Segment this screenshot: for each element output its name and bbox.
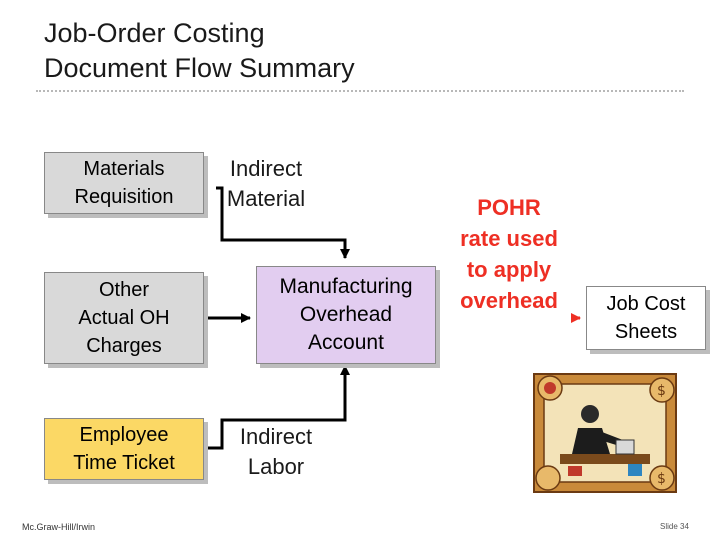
indirect-labor-label: Indirect Labor [228, 422, 324, 482]
title-divider [36, 90, 684, 92]
dollar-icon [649, 377, 675, 403]
employee-line2: Time Ticket [73, 452, 175, 474]
indirect-material-line [216, 186, 350, 259]
indirect-labor-line1: Indirect [239, 424, 313, 449]
other-oh-line2: Actual OH [78, 307, 170, 329]
businessman-clipart: $ $ [533, 373, 677, 493]
job-cost-sheets-box: Job Cost Sheets [586, 286, 706, 350]
jcs-line2: Sheets [614, 321, 678, 343]
other-actual-oh-box: Other Actual OH Charges [44, 272, 204, 364]
moh-line1: Manufacturing [279, 275, 413, 298]
employee-time-ticket-box: Employee Time Ticket [44, 418, 204, 480]
pohr-line3: to apply [466, 257, 552, 282]
other-oh-line1: Other [98, 279, 150, 301]
pohr-line1: POHR [477, 195, 541, 220]
manufacturing-overhead-box: Manufacturing Overhead Account [256, 266, 436, 364]
indirect-material-line1: Indirect [229, 156, 303, 181]
materials-requisition-line1: Materials [83, 158, 165, 180]
title-line-1: Job-Order Costing [44, 18, 265, 48]
slide-number: Slide 34 [660, 522, 689, 531]
title-line-2: Document Flow Summary [44, 53, 355, 83]
employee-line1: Employee [79, 424, 169, 446]
indirect-material-line2: Material [226, 186, 306, 211]
materials-requisition-box: Materials Requisition [44, 152, 204, 214]
pohr-line4: overhead [460, 288, 558, 313]
svg-text:$: $ [657, 383, 666, 399]
publisher-footer: Mc.Graw-Hill/Irwin [22, 522, 95, 532]
slide-title: Job-Order Costing Document Flow Summary [44, 16, 664, 86]
materials-requisition-line2: Requisition [74, 186, 174, 208]
dollar-bag-icon [649, 465, 675, 491]
moh-line3: Account [308, 331, 384, 354]
other-oh-line3: Charges [86, 335, 162, 357]
indirect-material-label: Indirect Material [216, 154, 316, 214]
moh-line2: Overhead [299, 303, 393, 326]
indirect-labor-line2: Labor [247, 454, 305, 479]
pohr-label: POHR rate used to apply overhead [444, 192, 574, 316]
pohr-line2: rate used [460, 226, 558, 251]
svg-text:$: $ [657, 471, 666, 487]
indirect-labor-line [206, 365, 350, 450]
jcs-line1: Job Cost [606, 293, 686, 315]
